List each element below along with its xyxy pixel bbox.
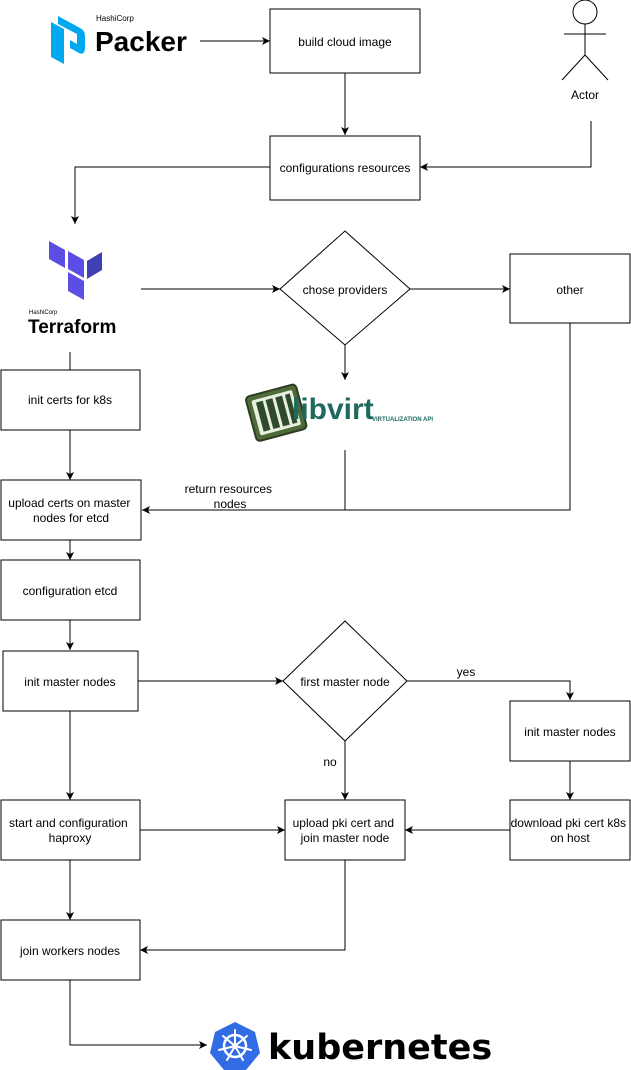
node-label: join workers nodes	[19, 944, 120, 958]
node-build-cloud-image: build cloud image	[269, 8, 421, 74]
kubernetes-name: kubernetes	[268, 1028, 492, 1068]
actor-head	[572, 0, 598, 25]
edge-first-yes	[407, 680, 574, 700]
edge-upload-to-workers	[140, 860, 346, 954]
return-resources-label: return resources nodes	[185, 482, 276, 511]
terraform-name: Terraform	[28, 317, 116, 338]
packer-logo: HashiCorp Packer	[51, 14, 187, 64]
node-upload-pki: upload pki cert and join master node	[284, 799, 406, 861]
edge-workers-to-kubernetes	[69, 980, 207, 1049]
terraform-logo-icon	[49, 241, 102, 300]
node-label: configuration etcd	[23, 584, 118, 598]
edge-config-to-terraform	[71, 166, 270, 224]
node-label: chose providers	[303, 283, 388, 297]
packer-logo-icon	[51, 16, 85, 64]
libvirt-subtitle: VIRTUALIZATION API	[372, 417, 433, 423]
node-label: other	[556, 283, 583, 297]
node-chose-providers: chose providers	[279, 230, 411, 346]
node-init-master-nodes: init master nodes	[2, 650, 139, 712]
node-upload-certs: upload certs on master nodes for etcd	[0, 479, 142, 541]
node-label: configurations resources	[280, 161, 411, 175]
node-label: first master node	[300, 675, 390, 689]
node-download-pki: download pki cert k8s on host	[509, 799, 631, 861]
node-join-workers: join workers nodes	[0, 919, 141, 981]
actor-label: Actor	[571, 88, 599, 102]
node-label: init master nodes	[24, 675, 115, 689]
node-label: build cloud image	[298, 35, 392, 49]
actor	[561, 0, 609, 81]
node-init-master-nodes-right: init master nodes	[509, 700, 631, 762]
node-label: start and configuration haproxy	[9, 816, 131, 845]
libvirt-logo-icon	[245, 383, 308, 442]
node-label: init certs for k8s	[28, 393, 112, 407]
terraform-logo: HashiCorp Terraform	[28, 241, 116, 338]
node-first-master-node: first master node	[282, 620, 408, 742]
kubernetes-helm-icon	[210, 1022, 260, 1070]
no-label: no	[323, 755, 337, 769]
edge-other-return	[345, 323, 571, 511]
node-label: init master nodes	[524, 725, 615, 739]
terraform-vendor: HashiCorp	[29, 310, 58, 316]
node-configurations-resources: configurations resources	[269, 135, 421, 201]
node-other: other	[509, 253, 631, 324]
node-label: upload pki cert and join master node	[293, 816, 398, 845]
packer-vendor: HashiCorp	[96, 14, 134, 23]
node-configuration-etcd: configuration etcd	[0, 559, 141, 621]
libvirt-logo: libvirt VIRTUALIZATION API	[245, 383, 433, 442]
edges	[66, 37, 592, 1049]
yes-label: yes	[457, 665, 476, 679]
libvirt-name: libvirt	[292, 393, 374, 426]
kubernetes-logo: kubernetes	[210, 1022, 492, 1070]
node-label: upload certs on master nodes for etcd	[8, 496, 133, 525]
node-start-haproxy: start and configuration haproxy	[0, 799, 141, 861]
node-label: download pki cert k8s on host	[511, 816, 630, 845]
edge-actor-to-config	[420, 121, 592, 171]
packer-name: Packer	[95, 26, 187, 57]
node-init-certs: init certs for k8s	[0, 369, 141, 431]
